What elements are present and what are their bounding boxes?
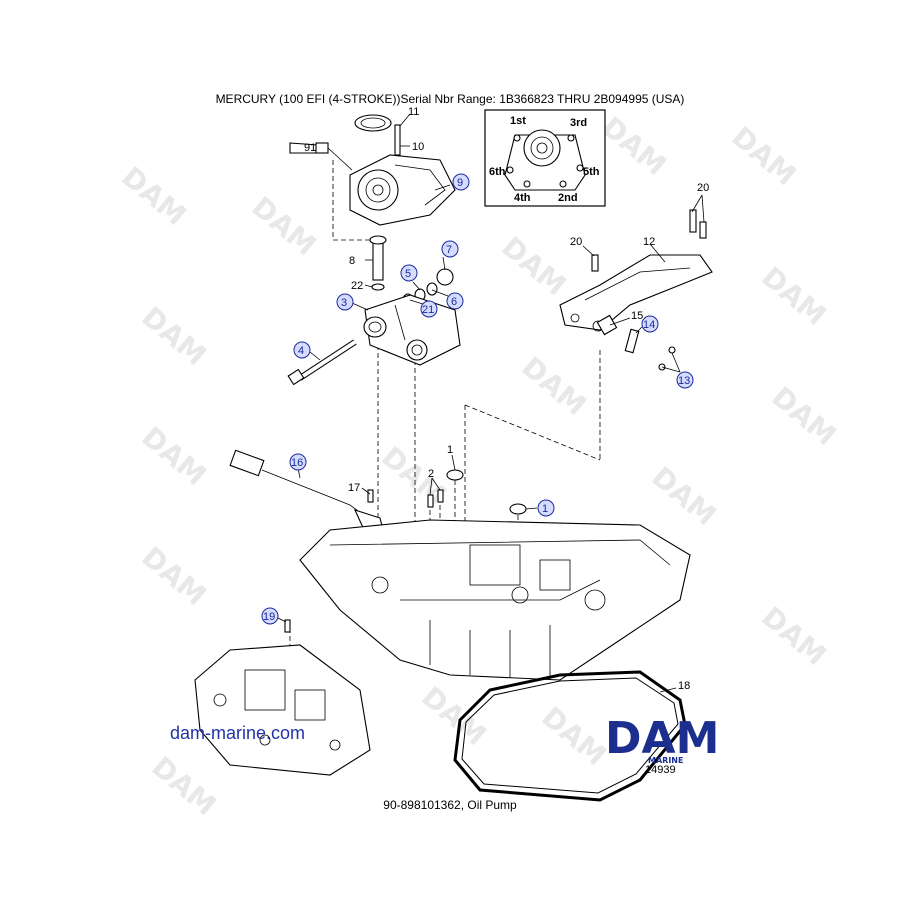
callout-16: 16 [289,453,307,471]
oil-pan-gasket [453,670,687,802]
callout-20-right: 20 [697,182,709,194]
svg-text:3: 3 [341,297,347,309]
svg-text:DAM: DAM [726,120,803,192]
svg-text:DAM: DAM [246,190,323,262]
svg-text:DAM: DAM [605,713,719,764]
svg-text:DAM: DAM [116,160,193,232]
svg-text:DAM: DAM [136,540,213,612]
callout-20-left: 20 [570,236,582,248]
seq-5th: 5th [583,166,600,178]
callout-22: 22 [351,280,363,292]
svg-text:DAM: DAM [496,230,573,302]
oil-pan [299,519,691,681]
seq-2nd: 2nd [558,192,578,204]
callouts: 11 10 9 8 22 3 7 5 6 21 4 [261,106,709,692]
svg-text:9: 9 [457,177,463,189]
svg-text:MARINE: MARINE [648,756,683,765]
svg-text:DAM: DAM [416,680,493,752]
callout-1-circled: 1 [537,499,555,517]
callout-15: 15 [631,310,643,322]
dam-marine-logo: DAM MARINE 14939 [605,713,719,776]
drawing-number: 14939 [645,764,676,776]
callout-8: 8 [349,255,355,267]
oil-pump-assembly: 91 [289,114,456,226]
callout-10: 10 [412,141,424,153]
callout-4: 4 [293,341,311,359]
svg-text:21: 21 [422,304,434,316]
svg-text:4: 4 [298,345,304,357]
sealant-tube-label: 91 [304,142,316,154]
seq-1st: 1st [510,115,526,127]
svg-text:DAM: DAM [516,350,593,422]
svg-text:14: 14 [643,319,655,331]
callout-leaders [277,113,705,693]
callout-3: 3 [336,293,354,311]
long-bolt [287,339,357,386]
svg-text:DAM: DAM [766,380,843,452]
svg-text:DAM: DAM [596,110,673,182]
svg-text:1: 1 [542,503,548,515]
svg-text:7: 7 [446,244,452,256]
seq-3rd: 3rd [570,117,587,129]
torque-sequence-inset: 1st 3rd 6th 5th 4th 2nd [484,109,606,207]
svg-text:DAM: DAM [646,460,723,532]
svg-text:DAM: DAM [136,420,213,492]
svg-text:13: 13 [678,375,690,387]
site-watermark: dam-marine.com [170,723,306,743]
svg-text:DAM: DAM [536,700,613,772]
callout-1-top: 1 [447,444,453,456]
callout-14: 14 [641,315,659,333]
callout-5: 5 [400,264,418,282]
callout-12: 12 [643,236,655,248]
callout-13: 13 [676,371,694,389]
seq-4th: 4th [514,192,531,204]
callout-2: 2 [428,468,434,480]
callout-11: 11 [408,106,419,118]
page-title: MERCURY (100 EFI (4-STROKE))Serial Nbr R… [215,92,685,106]
lower-left-assembly [194,644,371,776]
callout-7: 7 [441,240,459,258]
svg-text:19: 19 [263,611,275,623]
svg-text:DAM: DAM [756,260,833,332]
callout-17: 17 [348,482,360,494]
svg-text:6: 6 [451,296,457,308]
seq-6th: 6th [489,166,506,178]
callout-19: 19 [261,607,279,625]
figure-caption: 90-898101362, Oil Pump [383,798,517,812]
pins-and-orings [284,469,527,633]
callout-18: 18 [678,680,690,692]
bracket-arm [559,209,713,371]
callout-6: 6 [446,292,464,310]
callout-9: 9 [452,173,470,191]
svg-text:DAM: DAM [136,300,213,372]
svg-text:DAM: DAM [756,600,833,672]
svg-text:5: 5 [405,268,411,280]
callout-21: 21 [420,300,438,318]
svg-text:16: 16 [291,457,303,469]
